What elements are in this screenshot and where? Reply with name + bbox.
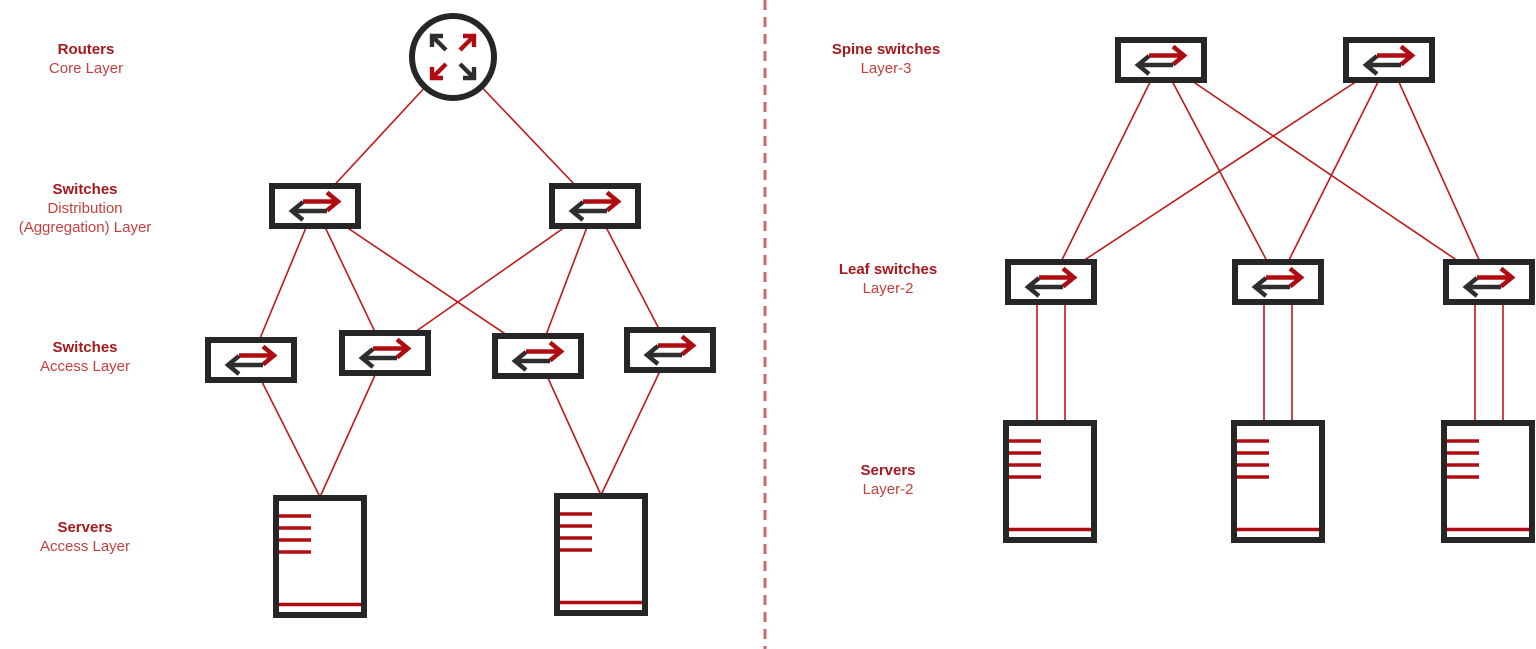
link-spine1-leaf3 <box>1160 59 1490 283</box>
core-router-icon <box>412 16 494 98</box>
spine-switches-subtitle: Layer-3 <box>860 60 912 77</box>
right-server-2-icon <box>1234 423 1322 540</box>
spine-switch-1-icon <box>1118 40 1204 80</box>
left-servers-subtitle: Access Layer <box>39 538 131 555</box>
link-spine1-leaf1 <box>1050 59 1162 283</box>
left-servers-label: Servers Access Layer <box>40 518 130 556</box>
core-layer-subtitle: Core Layer <box>48 60 124 77</box>
access-switch-4-icon <box>627 330 713 370</box>
link-dist2-access2 <box>384 205 596 354</box>
leaf-switch-2-icon <box>1235 262 1321 302</box>
link-spine2-leaf1 <box>1050 59 1390 283</box>
link-dist2-access3 <box>537 205 596 357</box>
distribution-layer-subtitle-line1: Distribution <box>47 200 123 217</box>
link-dist1-access2 <box>314 205 386 354</box>
access-layer-label: Switches Access Layer <box>40 338 130 376</box>
link-access2-server1 <box>319 352 386 498</box>
access-layer-subtitle: Access Layer <box>39 358 131 375</box>
left-server-1-icon <box>276 498 364 615</box>
leaf-switch-1-icon <box>1008 262 1094 302</box>
spine-switches-label: Spine switches Layer-3 <box>832 40 940 78</box>
right-servers-subtitle: Layer-2 <box>862 481 914 498</box>
link-dist1-access1 <box>250 205 316 361</box>
link-spine2-leaf3 <box>1388 59 1490 283</box>
left-server-2-icon <box>557 496 645 613</box>
right-server-3-icon <box>1444 423 1532 540</box>
right-server-1-icon <box>1006 423 1094 540</box>
access-switch-1-icon <box>208 340 294 380</box>
core-layer-label: Routers Core Layer <box>49 40 123 78</box>
access-switch-2-icon <box>342 333 428 373</box>
link-dist2-access4 <box>594 205 671 351</box>
link-spine2-leaf2 <box>1277 59 1390 283</box>
core-layer-title: Routers <box>57 41 115 58</box>
distribution-switch-1-icon <box>272 186 358 226</box>
spine-switch-2-icon <box>1346 40 1432 80</box>
link-access4-server2 <box>600 349 671 496</box>
access-layer-title: Switches <box>52 339 118 356</box>
leaf-switch-3-icon <box>1446 262 1532 302</box>
leaf-switches-subtitle: Layer-2 <box>862 280 914 297</box>
distribution-switch-2-icon <box>552 186 638 226</box>
leaf-switches-label: Leaf switches Layer-2 <box>839 260 937 298</box>
spine-switches-title: Spine switches <box>831 41 941 58</box>
leaf-switches-title: Leaf switches <box>838 261 938 278</box>
distribution-layer-label: Switches Distribution (Aggregation) Laye… <box>19 180 152 237</box>
access-switch-3-icon <box>495 336 581 376</box>
link-dist1-access3 <box>314 205 539 357</box>
right-servers-title: Servers <box>860 462 916 479</box>
left-servers-title: Servers <box>57 519 113 536</box>
distribution-layer-title: Switches <box>52 181 118 198</box>
link-access3-server2 <box>537 355 602 496</box>
right-servers-label: Servers Layer-2 <box>860 461 915 499</box>
distribution-layer-subtitle-line2: (Aggregation) Layer <box>18 219 152 236</box>
